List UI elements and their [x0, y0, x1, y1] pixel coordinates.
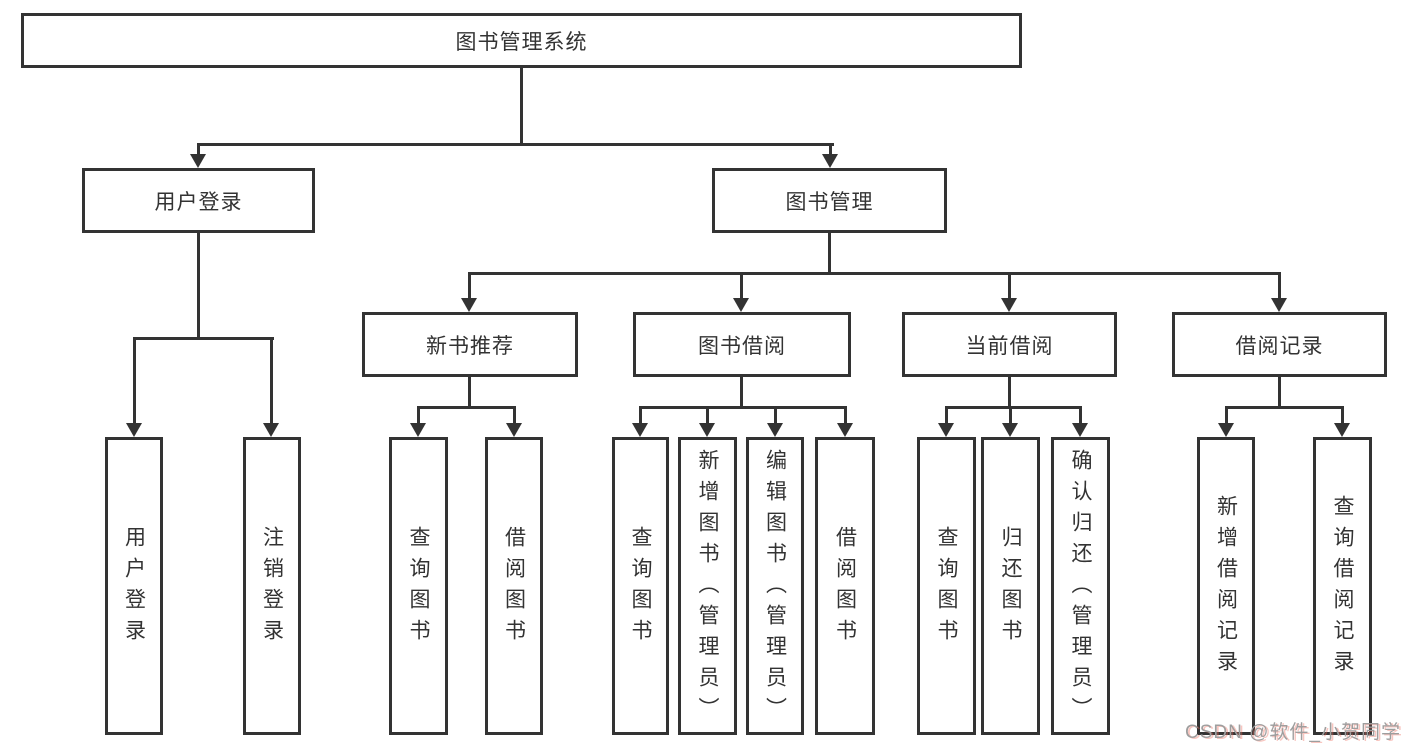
csdn-watermark: CSDN @软件_小贺同学 — [1185, 722, 1401, 743]
arrowhead-down-icon — [126, 423, 142, 437]
node-user-login: 用户登录 — [82, 168, 315, 233]
node-borrowing-records: 借阅记录 — [1172, 312, 1387, 377]
leaf-newbooks-borrow-books: 借阅图书 — [485, 437, 543, 735]
arrow-stem — [639, 408, 642, 424]
arrowhead-down-icon — [822, 154, 838, 168]
arrow-stem — [1008, 274, 1011, 299]
connector-vline — [1008, 377, 1011, 409]
node-current-borrowing: 当前借阅 — [902, 312, 1117, 377]
arrowhead-down-icon — [410, 423, 426, 437]
leaf-borrow-add-books-admin: 新增图书（管理员） — [678, 437, 737, 735]
connector-vline — [828, 233, 831, 275]
arrowhead-down-icon — [938, 423, 954, 437]
arrowhead-down-icon — [1334, 423, 1350, 437]
arrowhead-down-icon — [632, 423, 648, 437]
node-library-management-system: 图书管理系统 — [21, 13, 1022, 68]
arrowhead-down-icon — [699, 423, 715, 437]
arrow-stem — [1341, 408, 1344, 424]
connector-vline — [468, 377, 471, 409]
leaf-borrow-query-books: 查询图书 — [612, 437, 669, 735]
arrowhead-down-icon — [1218, 423, 1234, 437]
arrowhead-down-icon — [190, 154, 206, 168]
arrow-stem — [417, 408, 420, 424]
connector-vline — [1278, 377, 1281, 409]
arrow-stem — [468, 274, 471, 299]
arrow-stem — [270, 339, 273, 424]
connector-hline — [417, 406, 516, 409]
connector-vline — [740, 377, 743, 409]
arrow-stem — [774, 408, 777, 424]
leaf-borrow-edit-books-admin: 编辑图书（管理员） — [746, 437, 804, 735]
arrowhead-down-icon — [263, 423, 279, 437]
connector-hline — [1225, 406, 1344, 409]
arrowhead-down-icon — [767, 423, 783, 437]
leaf-records-query-record: 查询借阅记录 — [1313, 437, 1372, 735]
leaf-user-login: 用户登录 — [105, 437, 163, 735]
connector-hline — [197, 143, 834, 146]
node-book-borrowing: 图书借阅 — [633, 312, 851, 377]
arrowhead-down-icon — [1002, 423, 1018, 437]
arrowhead-down-icon — [1271, 298, 1287, 312]
connector-vline — [197, 233, 200, 340]
arrow-stem — [829, 144, 832, 155]
leaf-current-confirm-return-admin: 确认归还（管理员） — [1051, 437, 1110, 735]
connector-vline — [520, 68, 523, 144]
arrow-stem — [197, 144, 200, 155]
arrow-stem — [133, 339, 136, 424]
leaf-records-add-record: 新增借阅记录 — [1197, 437, 1255, 735]
arrowhead-down-icon — [733, 298, 749, 312]
leaf-logout: 注销登录 — [243, 437, 301, 735]
arrow-stem — [844, 408, 847, 424]
arrow-stem — [740, 274, 743, 299]
connector-hline — [468, 272, 1281, 275]
arrowhead-down-icon — [837, 423, 853, 437]
node-new-book-recommendation: 新书推荐 — [362, 312, 578, 377]
node-book-management: 图书管理 — [712, 168, 947, 233]
arrowhead-down-icon — [461, 298, 477, 312]
leaf-current-return-books: 归还图书 — [981, 437, 1040, 735]
connector-hline — [133, 337, 274, 340]
leaf-borrow-borrow-books: 借阅图书 — [815, 437, 875, 735]
arrow-stem — [1278, 274, 1281, 299]
arrowhead-down-icon — [1072, 423, 1088, 437]
arrow-stem — [1079, 408, 1082, 424]
arrow-stem — [1225, 408, 1228, 424]
connector-hline — [639, 406, 847, 409]
leaf-newbooks-query-books: 查询图书 — [389, 437, 448, 735]
arrow-stem — [945, 408, 948, 424]
arrow-stem — [1009, 408, 1012, 424]
arrowhead-down-icon — [506, 423, 522, 437]
arrowhead-down-icon — [1001, 298, 1017, 312]
connector-hline — [945, 406, 1082, 409]
arrow-stem — [513, 408, 516, 424]
leaf-current-query-books: 查询图书 — [917, 437, 976, 735]
arrow-stem — [706, 408, 709, 424]
